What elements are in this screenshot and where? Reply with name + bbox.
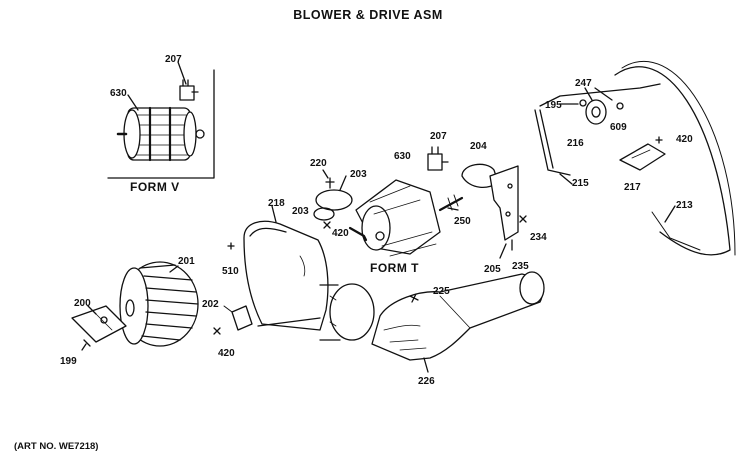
callout-234: 234	[530, 232, 547, 243]
bracket-202	[223, 305, 253, 331]
callout-220: 220	[310, 158, 327, 169]
leader-630a	[127, 94, 139, 111]
callout-203b: 203	[292, 206, 309, 217]
blower-wheel-201	[119, 261, 199, 347]
leader-247	[584, 87, 613, 101]
leader-201	[169, 265, 179, 273]
leader-207a	[177, 61, 187, 85]
clip-220	[325, 177, 335, 189]
callout-217: 217	[624, 182, 641, 193]
ring-203a	[315, 189, 353, 211]
callout-216: 216	[567, 138, 584, 149]
callout-213: 213	[676, 200, 693, 211]
form-v-motor-630	[116, 106, 205, 162]
callout-195: 195	[545, 100, 562, 111]
leader-200	[87, 305, 97, 315]
ring-203b	[313, 207, 335, 221]
bracket-200	[71, 305, 127, 343]
form-t-motor-630	[348, 179, 464, 257]
callout-225: 225	[433, 286, 450, 297]
callout-226: 226	[418, 376, 435, 387]
callout-203a: 203	[350, 169, 367, 180]
callout-207b: 207	[430, 131, 447, 142]
form-t-label: FORM T	[370, 261, 419, 275]
callout-204: 204	[470, 141, 487, 152]
diagram-title: BLOWER & DRIVE ASM	[293, 8, 443, 22]
motor-mount-205	[489, 165, 519, 241]
callout-420c: 420	[218, 348, 235, 359]
callout-201: 201	[178, 256, 195, 267]
callout-202: 202	[202, 299, 219, 310]
callout-420b: 420	[332, 228, 349, 239]
form-v-label: FORM V	[130, 180, 180, 194]
callout-630a: 630	[110, 88, 127, 99]
leader-205	[499, 243, 507, 259]
leader-226	[423, 357, 429, 373]
screw-510	[227, 242, 235, 250]
callout-200: 200	[74, 298, 91, 309]
callout-218: 218	[268, 198, 285, 209]
callout-630b: 630	[394, 151, 411, 162]
callout-250: 250	[454, 216, 471, 227]
callout-199: 199	[60, 356, 77, 367]
screw-234	[519, 215, 527, 223]
callout-247: 247	[575, 78, 592, 89]
screw-199	[81, 339, 91, 351]
idler-bracket-217	[619, 143, 666, 171]
callout-420a: 420	[676, 134, 693, 145]
leader-213	[664, 205, 676, 223]
art-number: (ART NO. WE7218)	[14, 441, 99, 452]
callout-205: 205	[484, 264, 501, 275]
screw-420c	[213, 327, 221, 335]
form-t-switch-207	[427, 146, 449, 171]
callout-207a: 207	[165, 54, 182, 65]
leader-215	[559, 173, 573, 185]
callout-510: 510	[222, 266, 239, 277]
callout-235: 235	[512, 261, 529, 272]
drum-belt-213	[614, 66, 731, 256]
screw-420a	[655, 136, 663, 144]
callout-609: 609	[610, 122, 627, 133]
leader-250	[447, 207, 459, 211]
callout-215: 215	[572, 178, 589, 189]
leader-218	[271, 205, 277, 223]
form-v-bracket	[107, 69, 215, 179]
leader-203a	[339, 175, 347, 191]
screw-420b	[323, 221, 331, 229]
blower-housing-218	[243, 220, 375, 341]
leader-220	[322, 169, 329, 179]
form-v-switch-207	[179, 79, 199, 101]
screw-225	[409, 293, 419, 303]
